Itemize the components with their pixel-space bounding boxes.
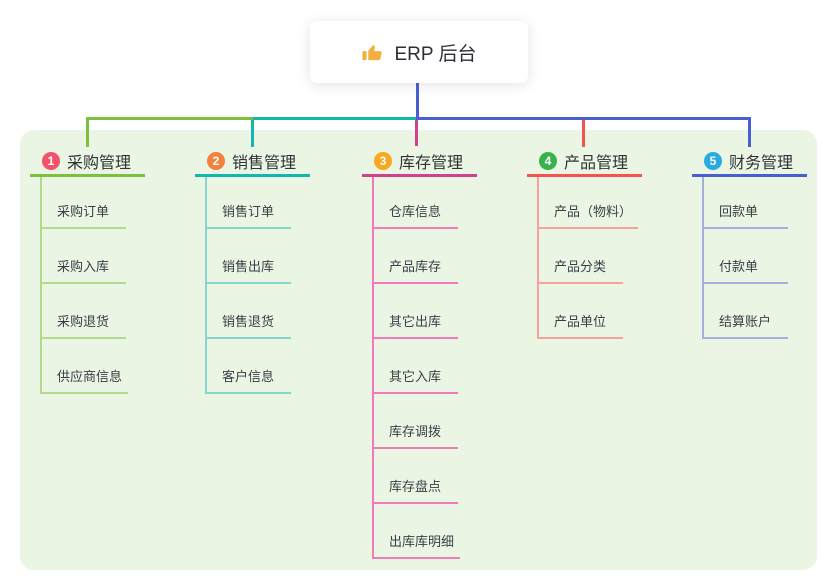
branch-node-finance[interactable]: 5 财务管理 [692, 147, 807, 177]
connector-line [416, 83, 419, 120]
child-node[interactable]: 产品库存 [372, 229, 458, 284]
connector-line [582, 117, 585, 147]
child-node[interactable]: 库存盘点 [372, 449, 458, 504]
child-node-label: 采购入库 [57, 259, 110, 274]
branch-node-inventory[interactable]: 3 库存管理 [362, 147, 477, 177]
child-node[interactable]: 采购退货 [40, 284, 126, 339]
branch-product: 4 产品管理 产品（物料） 产品分类 产品单位 [527, 147, 642, 339]
branch-node-product[interactable]: 4 产品管理 [527, 147, 642, 177]
child-node[interactable]: 产品单位 [537, 284, 623, 339]
child-node-label: 销售退货 [222, 314, 275, 329]
child-node-label: 出库库明细 [389, 534, 455, 549]
child-node-label: 回款单 [719, 204, 759, 219]
branch-node-sales[interactable]: 2 销售管理 [195, 147, 310, 177]
child-node[interactable]: 回款单 [702, 177, 788, 229]
connector-line [537, 177, 539, 339]
connector-line [205, 177, 207, 394]
child-node[interactable]: 其它出库 [372, 284, 458, 339]
connector-line [372, 177, 374, 559]
connector-line [415, 120, 418, 146]
branch-node-purchase[interactable]: 1 采购管理 [30, 147, 145, 177]
branch-badge: 4 [539, 151, 557, 170]
child-node-label: 产品（物料） [554, 204, 633, 219]
child-node-label: 其它出库 [389, 314, 442, 329]
child-node-label: 供应商信息 [57, 369, 123, 384]
branch-label: 财务管理 [729, 154, 794, 172]
branch-children: 仓库信息 产品库存 其它出库 其它入库 库存调拨 库存盘点 出库库明细 [372, 177, 461, 559]
root-node[interactable]: ERP 后台 [310, 21, 528, 83]
connector-line [417, 117, 751, 120]
connector-line [86, 117, 253, 120]
branch-children: 采购订单 采购入库 采购退货 供应商信息 [40, 177, 129, 394]
child-node[interactable]: 销售出库 [205, 229, 291, 284]
child-node-label: 采购订单 [57, 204, 110, 219]
branch-children: 销售订单 销售出库 销售退货 客户信息 [205, 177, 291, 394]
branch-badge: 1 [42, 151, 60, 170]
branch-label: 库存管理 [399, 154, 464, 172]
branches-panel [20, 130, 817, 570]
child-node[interactable]: 采购入库 [40, 229, 126, 284]
child-node-label: 其它入库 [389, 369, 442, 384]
child-node[interactable]: 供应商信息 [40, 339, 129, 394]
child-node[interactable]: 销售订单 [205, 177, 291, 229]
branch-children: 回款单 付款单 结算账户 [702, 177, 788, 339]
branch-sales: 2 销售管理 销售订单 销售出库 销售退货 客户信息 [195, 147, 310, 394]
connector-line [253, 117, 417, 120]
connector-line [86, 117, 89, 147]
child-node[interactable]: 仓库信息 [372, 177, 458, 229]
child-node-label: 付款单 [719, 259, 759, 274]
child-node-label: 销售出库 [222, 259, 275, 274]
child-node[interactable]: 付款单 [702, 229, 788, 284]
branch-label: 采购管理 [67, 154, 132, 172]
connector-line [748, 117, 751, 147]
branch-finance: 5 财务管理 回款单 付款单 结算账户 [692, 147, 807, 339]
child-node[interactable]: 客户信息 [205, 339, 291, 394]
thumbs-up-icon [361, 41, 384, 64]
branch-badge: 5 [704, 151, 722, 170]
child-node-label: 产品库存 [389, 259, 442, 274]
child-node-label: 产品单位 [554, 314, 607, 329]
child-node-label: 仓库信息 [389, 204, 442, 219]
branch-purchase: 1 采购管理 采购订单 采购入库 采购退货 供应商信息 [30, 147, 145, 394]
child-node-label: 销售订单 [222, 204, 275, 219]
connector-line [251, 117, 254, 147]
child-node[interactable]: 结算账户 [702, 284, 788, 339]
branch-children: 产品（物料） 产品分类 产品单位 [537, 177, 639, 339]
child-node-label: 库存盘点 [389, 479, 442, 494]
root-node-label: ERP 后台 [394, 43, 477, 65]
branch-badge: 2 [207, 151, 225, 170]
child-node[interactable]: 产品（物料） [537, 177, 639, 229]
branch-inventory: 3 库存管理 仓库信息 产品库存 其它出库 其它入库 库存调拨 库存盘点 出库库… [362, 147, 477, 559]
connector-line [702, 177, 704, 339]
branch-label: 销售管理 [232, 154, 297, 172]
child-node[interactable]: 销售退货 [205, 284, 291, 339]
child-node[interactable]: 产品分类 [537, 229, 623, 284]
connector-line [40, 177, 42, 394]
child-node[interactable]: 库存调拨 [372, 394, 458, 449]
child-node-label: 结算账户 [719, 314, 772, 329]
child-node[interactable]: 其它入库 [372, 339, 458, 394]
child-node-label: 采购退货 [57, 314, 110, 329]
child-node-label: 产品分类 [554, 259, 607, 274]
branch-badge: 3 [374, 151, 392, 170]
branch-label: 产品管理 [564, 154, 629, 172]
child-node[interactable]: 采购订单 [40, 177, 126, 229]
child-node-label: 库存调拨 [389, 424, 442, 439]
child-node-label: 客户信息 [222, 369, 275, 384]
child-node[interactable]: 出库库明细 [372, 504, 461, 559]
